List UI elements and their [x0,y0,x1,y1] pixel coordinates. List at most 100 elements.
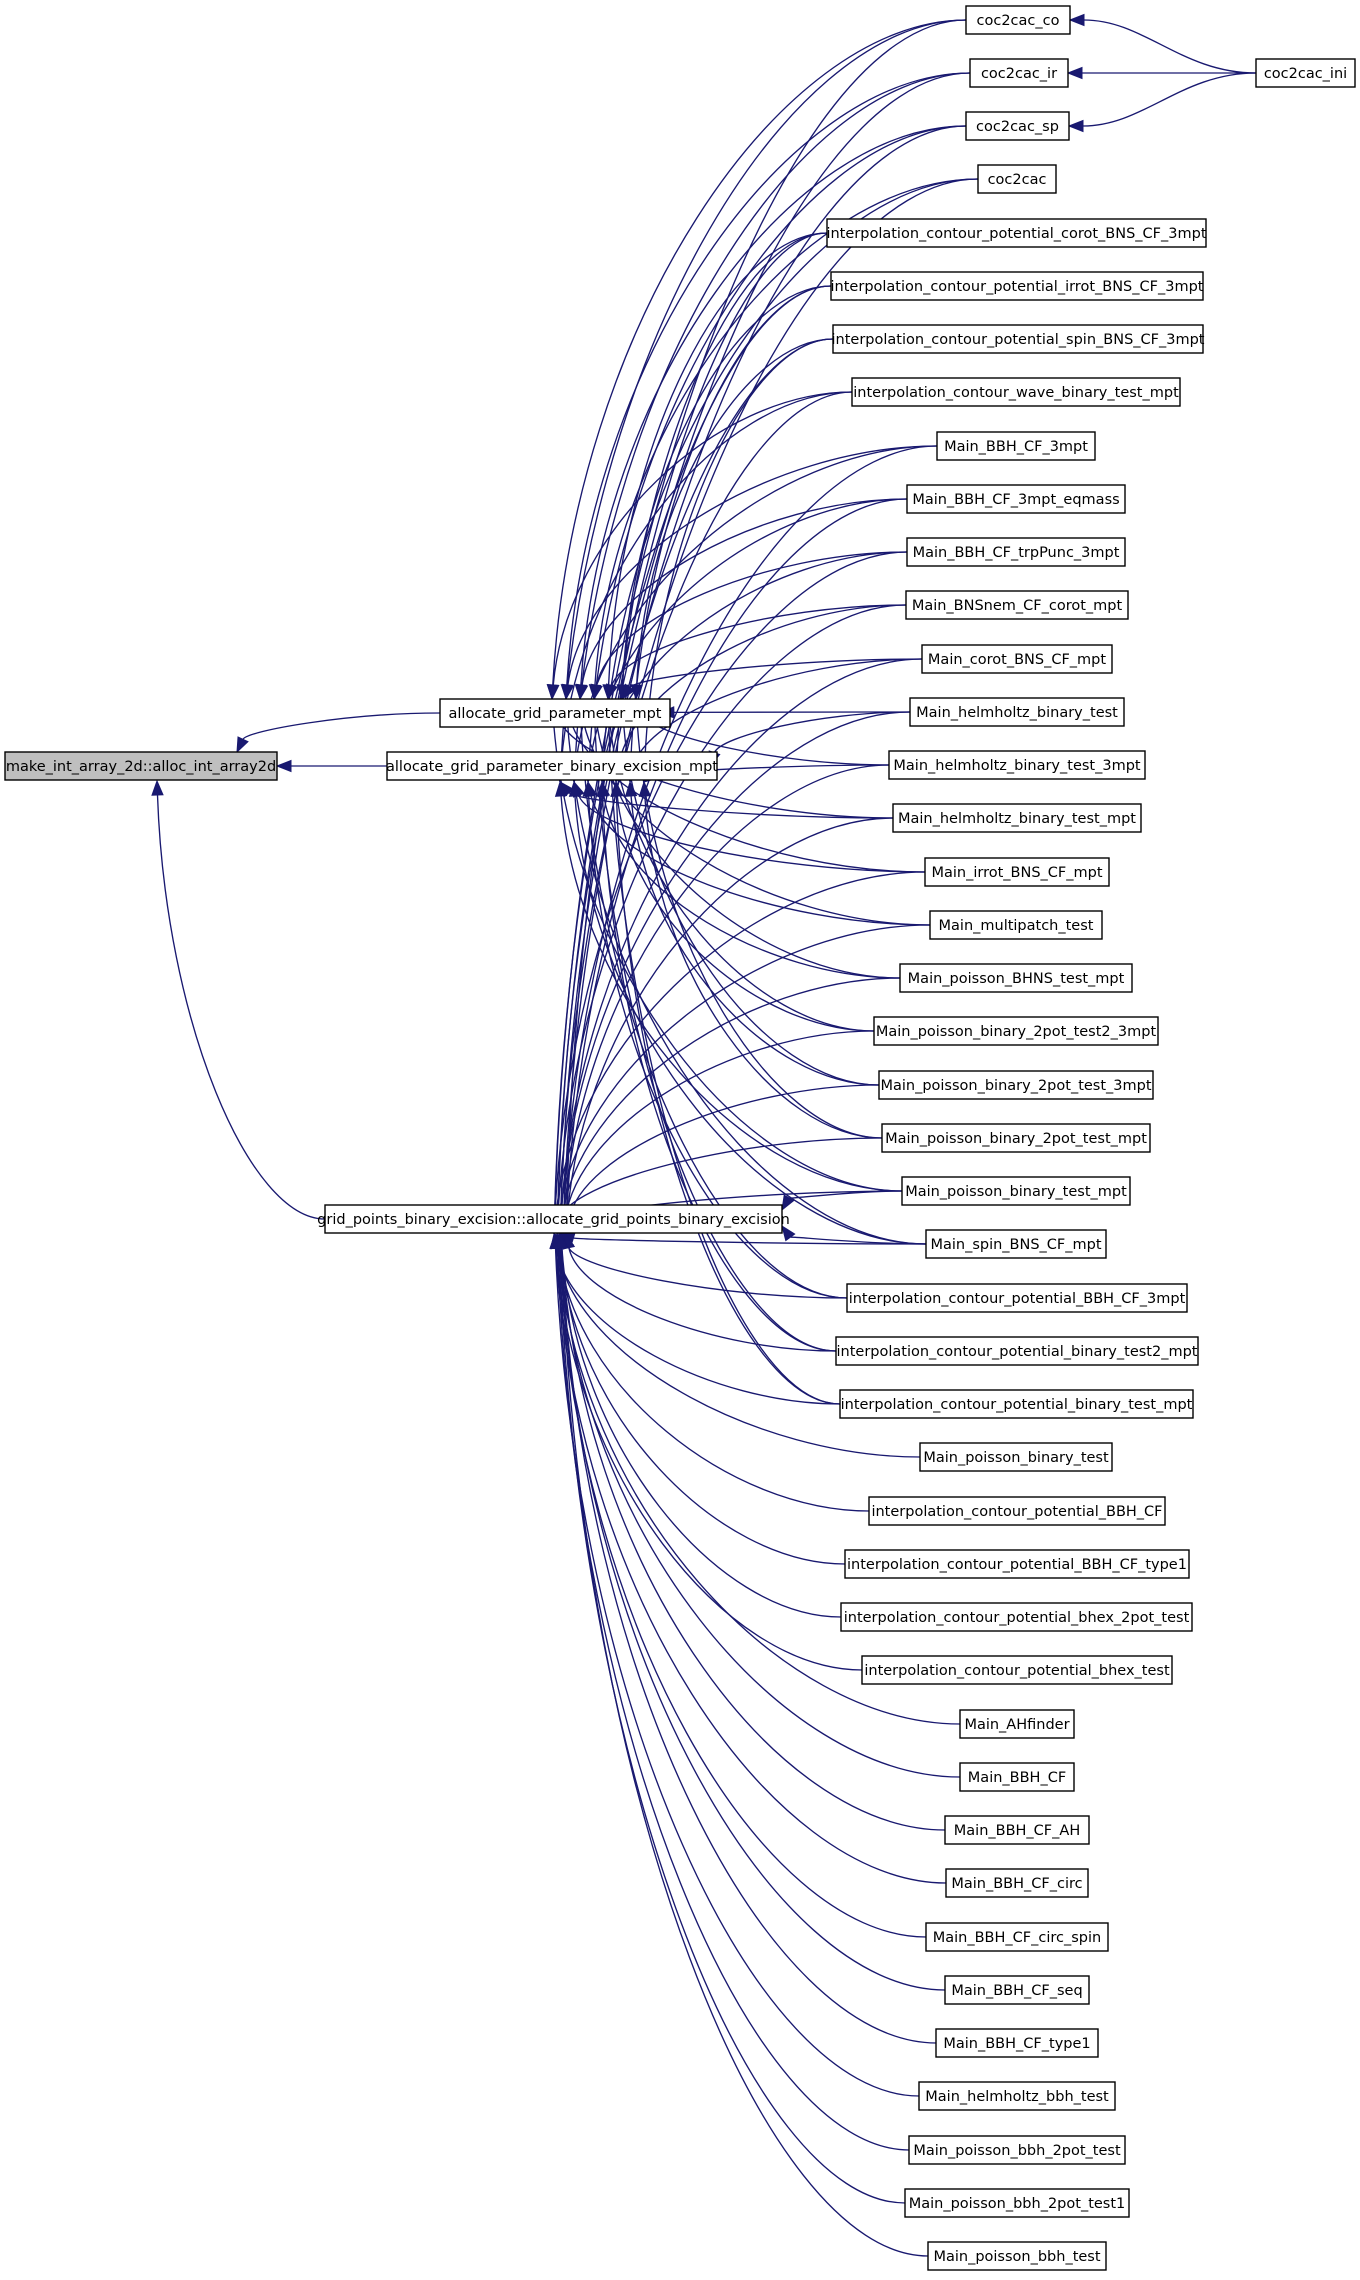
call-edge-arrowhead-82 [610,780,623,797]
node-main-bbh-cf-3mpt-eqmass[interactable]: Main_BBH_CF_3mpt_eqmass [906,484,1126,514]
node-main-helmholtz-binary-test[interactable]: Main_helmholtz_binary_test [909,697,1125,727]
call-edge-main_spin_bns_cf_mpt-to-grid_points_bin_exc-104 [789,1236,927,1245]
node-box [839,1389,1194,1419]
call-edge-coc2cac_co-to-alloc_bin_exc_mpt-7 [560,19,967,769]
node-box [935,2028,1099,2058]
call-edge-ic_wave_binary_test_mpt-to-alloc_bin_exc_mpt-28 [560,391,853,769]
call-edge-main_corot_bns_cf_mpt-to-alloc_bin_exc_mpt-43 [632,658,923,769]
call-edge-ic_corot_bns_3mpt-to-alloc_mpt-18 [607,232,828,686]
node-label: Main_AHfinder [964,1717,1069,1733]
node-main-bbh-cf-ah[interactable]: Main_BBH_CF_AH [944,1815,1090,1845]
node-main-irrot-bns-cf-mpt[interactable]: Main_irrot_BNS_CF_mpt [924,857,1110,887]
node-ic-bhex-2pot-test[interactable]: interpolation_contour_potential_bhex_2po… [840,1602,1193,1632]
node-main-poisson-binary-2pot-test2-3mpt[interactable]: Main_poisson_binary_2pot_test2_3mpt [873,1016,1159,1046]
node-main-helmholtz-bbh-test[interactable]: Main_helmholtz_bbh_test [918,2081,1116,2111]
call-edge-arrowhead-73 [568,780,582,797]
call-edge-main_bnsnem_cf_corot_mpt-to-alloc_bin_exc_mpt-40 [617,604,907,769]
call-edge-main_poisson_binary_2pot_test_3mpt-to-grid_points_bin_exc-65 [567,1084,880,1221]
node-ic-spin-bns-3mpt[interactable]: interpolation_contour_potential_spin_BNS… [832,324,1205,354]
node-ic-bhex-test[interactable]: interpolation_contour_potential_bhex_tes… [861,1655,1173,1685]
node-main-poisson-binary-2pot-test-mpt[interactable]: Main_poisson_binary_2pot_test_mpt [881,1123,1151,1153]
node-main-bbh-cf-type1[interactable]: Main_BBH_CF_type1 [935,2028,1099,2058]
node-box [878,1070,1154,1100]
node-main-poisson-binary-test[interactable]: Main_poisson_binary_test [919,1442,1113,1472]
node-coc2cac-sp[interactable]: coc2cac_sp [965,111,1070,141]
node-coc2cac-ini[interactable]: coc2cac_ini [1255,58,1356,88]
node-box [918,2081,1116,2111]
node-main-bbh-cf-3mpt[interactable]: Main_BBH_CF_3mpt [936,431,1096,461]
call-edge-ic_binary_test2_mpt-to-grid_points_bin_exc-80 [568,1247,837,1352]
call-edge-main_bbh_cf_3mpt_eqmass-to-grid_points_bin_exc-35 [565,498,908,1221]
node-box [945,1868,1089,1898]
node-main-bbh-cf-trppunc-3mpt[interactable]: Main_BBH_CF_trpPunc_3mpt [906,537,1126,567]
node-main-bbh-cf-seq[interactable]: Main_BBH_CF_seq [944,1975,1090,2005]
node-box [892,803,1142,833]
node-main-poisson-bbh-test[interactable]: Main_poisson_bbh_test [927,2241,1107,2271]
call-edge-coc2cac_ir-to-alloc_bin_exc_mpt-10 [574,72,971,769]
node-label: Main_poisson_binary_test [923,1450,1109,1466]
call-edge-ic_irrot_bns_3mpt-to-grid_points_bin_exc-23 [553,285,832,1221]
node-ic-binary-test-mpt[interactable]: interpolation_contour_potential_binary_t… [839,1389,1194,1419]
node-main-poisson-bhns-test-mpt[interactable]: Main_poisson_BHNS_test_mpt [899,963,1133,993]
node-ic-bbh-cf-type1[interactable]: interpolation_contour_potential_BBH_CF_t… [844,1549,1190,1579]
call-edge-main_ahfinder-to-grid_points_bin_exc-92 [557,1247,961,1725]
node-box [1255,58,1356,88]
node-main-helmholtz-binary-test-mpt[interactable]: Main_helmholtz_binary_test_mpt [892,803,1142,833]
node-main-poisson-binary-2pot-test-3mpt[interactable]: Main_poisson_binary_2pot_test_3mpt [878,1070,1154,1100]
node-box [908,2135,1126,2165]
node-main-poisson-bbh-2pot-test1[interactable]: Main_poisson_bbh_2pot_test1 [904,2188,1130,2218]
call-edge-ic_spin_bns_3mpt-to-alloc_mpt-24 [636,338,834,686]
node-coc2cac-co[interactable]: coc2cac_co [965,5,1071,35]
node-main-bbh-cf-circ[interactable]: Main_BBH_CF_circ [945,1868,1089,1898]
node-main-bbh-cf-circ-spin[interactable]: Main_BBH_CF_circ_spin [925,1922,1109,1952]
call-edge-coc2cac-to-grid_points_bin_exc-17 [562,178,979,1221]
call-edge-arrowhead-70 [554,780,568,797]
node-ic-bbh-cf-3mpt[interactable]: interpolation_contour_potential_BBH_CF_3… [846,1283,1188,1313]
call-edge-alloc_mpt-to-root-0 [242,712,441,740]
node-box [830,271,1204,301]
node-box [909,697,1125,727]
node-main-poisson-bbh-2pot-test[interactable]: Main_poisson_bbh_2pot_test [908,2135,1126,2165]
node-label: Main_spin_BNS_CF_mpt [930,1237,1101,1253]
node-ic-bbh-cf[interactable]: interpolation_contour_potential_BBH_CF [868,1496,1166,1526]
call-edge-ic_binary_test_mpt-to-alloc_bin_exc_mpt-82 [615,795,841,1405]
node-main-bbh-cf[interactable]: Main_BBH_CF [959,1762,1075,1792]
node-ic-corot-bns-3mpt[interactable]: interpolation_contour_potential_corot_BN… [826,218,1207,248]
call-edge-main_poisson_binary_2pot_test_mpt-to-alloc_bin_exc_mpt-67 [644,795,883,1139]
call-edge-main_poisson_binary_test_mpt-to-alloc_bin_exc_mpt-70 [560,795,903,1192]
node-alloc-bin-exc-mpt[interactable]: allocate_grid_parameter_binary_excision_… [386,751,718,781]
node-label: Main_poisson_bbh_2pot_test1 [909,2196,1126,2212]
node-main-spin-bns-cf-mpt[interactable]: Main_spin_BNS_CF_mpt [925,1229,1107,1259]
node-label: coc2cac_co [977,13,1060,29]
call-edge-ic_wave_binary_test_mpt-to-alloc_mpt-27 [552,391,853,686]
node-box [4,751,278,781]
call-edge-arrowhead-27 [547,684,560,701]
call-edge-main_poisson_bhns_test_mpt-to-alloc_bin_exc_mpt-58 [603,795,901,979]
node-label: Main_BBH_CF_circ_spin [933,1930,1101,1946]
node-alloc-mpt[interactable]: allocate_grid_parameter_mpt [439,698,671,728]
node-coc2cac[interactable]: coc2cac [977,164,1057,194]
node-coc2cac-ir[interactable]: coc2cac_ir [969,58,1069,88]
node-main-ahfinder[interactable]: Main_AHfinder [959,1709,1075,1739]
call-edge-main_bbh_cf-to-grid_points_bin_exc-93 [559,1247,961,1778]
node-main-helmholtz-binary-test-3mpt[interactable]: Main_helmholtz_binary_test_3mpt [888,750,1146,780]
node-main-multipatch-test[interactable]: Main_multipatch_test [929,910,1103,940]
call-edge-main_poisson_binary_2pot_test_3mpt-to-alloc_bin_exc_mpt-64 [630,795,880,1086]
call-edge-arrowhead-2 [151,779,164,796]
node-main-bnsnem-cf-corot-mpt[interactable]: Main_BNSnem_CF_corot_mpt [905,590,1129,620]
node-label: interpolation_contour_potential_spin_BNS… [832,332,1205,348]
node-box [851,377,1181,407]
node-label: interpolation_contour_potential_irrot_BN… [831,279,1204,295]
node-ic-wave-binary-test-mpt[interactable]: interpolation_contour_wave_binary_test_m… [851,377,1181,407]
node-label: Main_poisson_binary_test_mpt [905,1184,1127,1200]
node-ic-binary-test2-mpt[interactable]: interpolation_contour_potential_binary_t… [835,1336,1199,1366]
node-main-poisson-binary-test-mpt[interactable]: Main_poisson_binary_test_mpt [901,1176,1131,1206]
node-box [826,218,1207,248]
call-edge-arrowhead-0 [236,736,249,754]
node-root[interactable]: make_int_array_2d::alloc_int_array2d [4,751,278,781]
node-ic-irrot-bns-3mpt[interactable]: interpolation_contour_potential_irrot_BN… [830,271,1204,301]
node-box [906,484,1126,514]
call-edge-main_poisson_binary_test_mpt-to-alloc_mpt-69 [552,712,903,1192]
node-grid-points-bin-exc[interactable]: grid_points_binary_excision::allocate_gr… [317,1204,790,1234]
node-main-corot-bns-cf-mpt[interactable]: Main_corot_BNS_CF_mpt [921,644,1113,674]
